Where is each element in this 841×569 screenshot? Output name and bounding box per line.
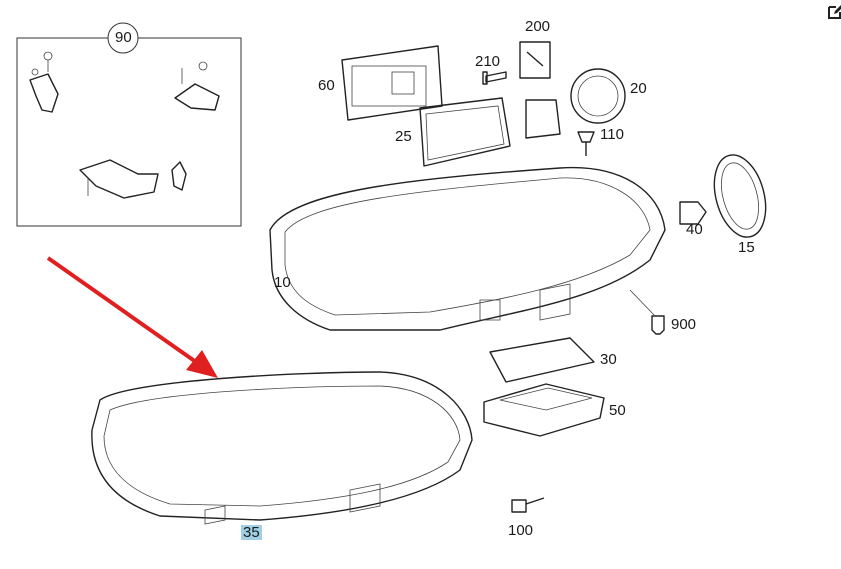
part-200-ignitor <box>525 99 561 139</box>
label-20: 20 <box>630 80 647 97</box>
label-110: 110 <box>600 126 624 143</box>
label-40: 40 <box>686 221 703 238</box>
label-100: 100 <box>508 522 534 539</box>
callout-circle-90 <box>107 22 139 54</box>
label-900: 900 <box>671 316 697 333</box>
red-pointer-arrow <box>46 256 218 378</box>
part-200-tool <box>519 41 551 79</box>
part-10-headlamp <box>269 166 666 331</box>
part-35-lens <box>91 371 473 525</box>
label-60: 60 <box>318 77 335 94</box>
part-100-screw <box>511 497 545 513</box>
label-15: 15 <box>738 239 755 256</box>
label-50: 50 <box>609 402 626 419</box>
part-25-gasket <box>419 97 511 167</box>
detail-box-90 <box>16 37 242 227</box>
detail-clips <box>29 51 220 199</box>
label-200: 200 <box>525 18 551 35</box>
edit-icon[interactable] <box>827 4 841 20</box>
label-35-highlighted[interactable]: 35 <box>241 524 262 541</box>
label-210: 210 <box>475 53 501 70</box>
part-60-control-module <box>341 45 443 121</box>
part-900-connector <box>651 315 665 335</box>
part-50-module <box>483 383 605 437</box>
label-25: 25 <box>395 128 412 145</box>
label-90: 90 <box>115 29 132 46</box>
part-30-gasket <box>489 337 595 383</box>
label-30: 30 <box>600 351 617 368</box>
part-15-ring <box>713 154 767 238</box>
part-40-bulb <box>679 201 707 225</box>
part-110-screw <box>577 131 595 156</box>
part-210-screw <box>482 71 507 85</box>
part-20-cap <box>570 68 626 124</box>
label-10: 10 <box>274 274 291 291</box>
